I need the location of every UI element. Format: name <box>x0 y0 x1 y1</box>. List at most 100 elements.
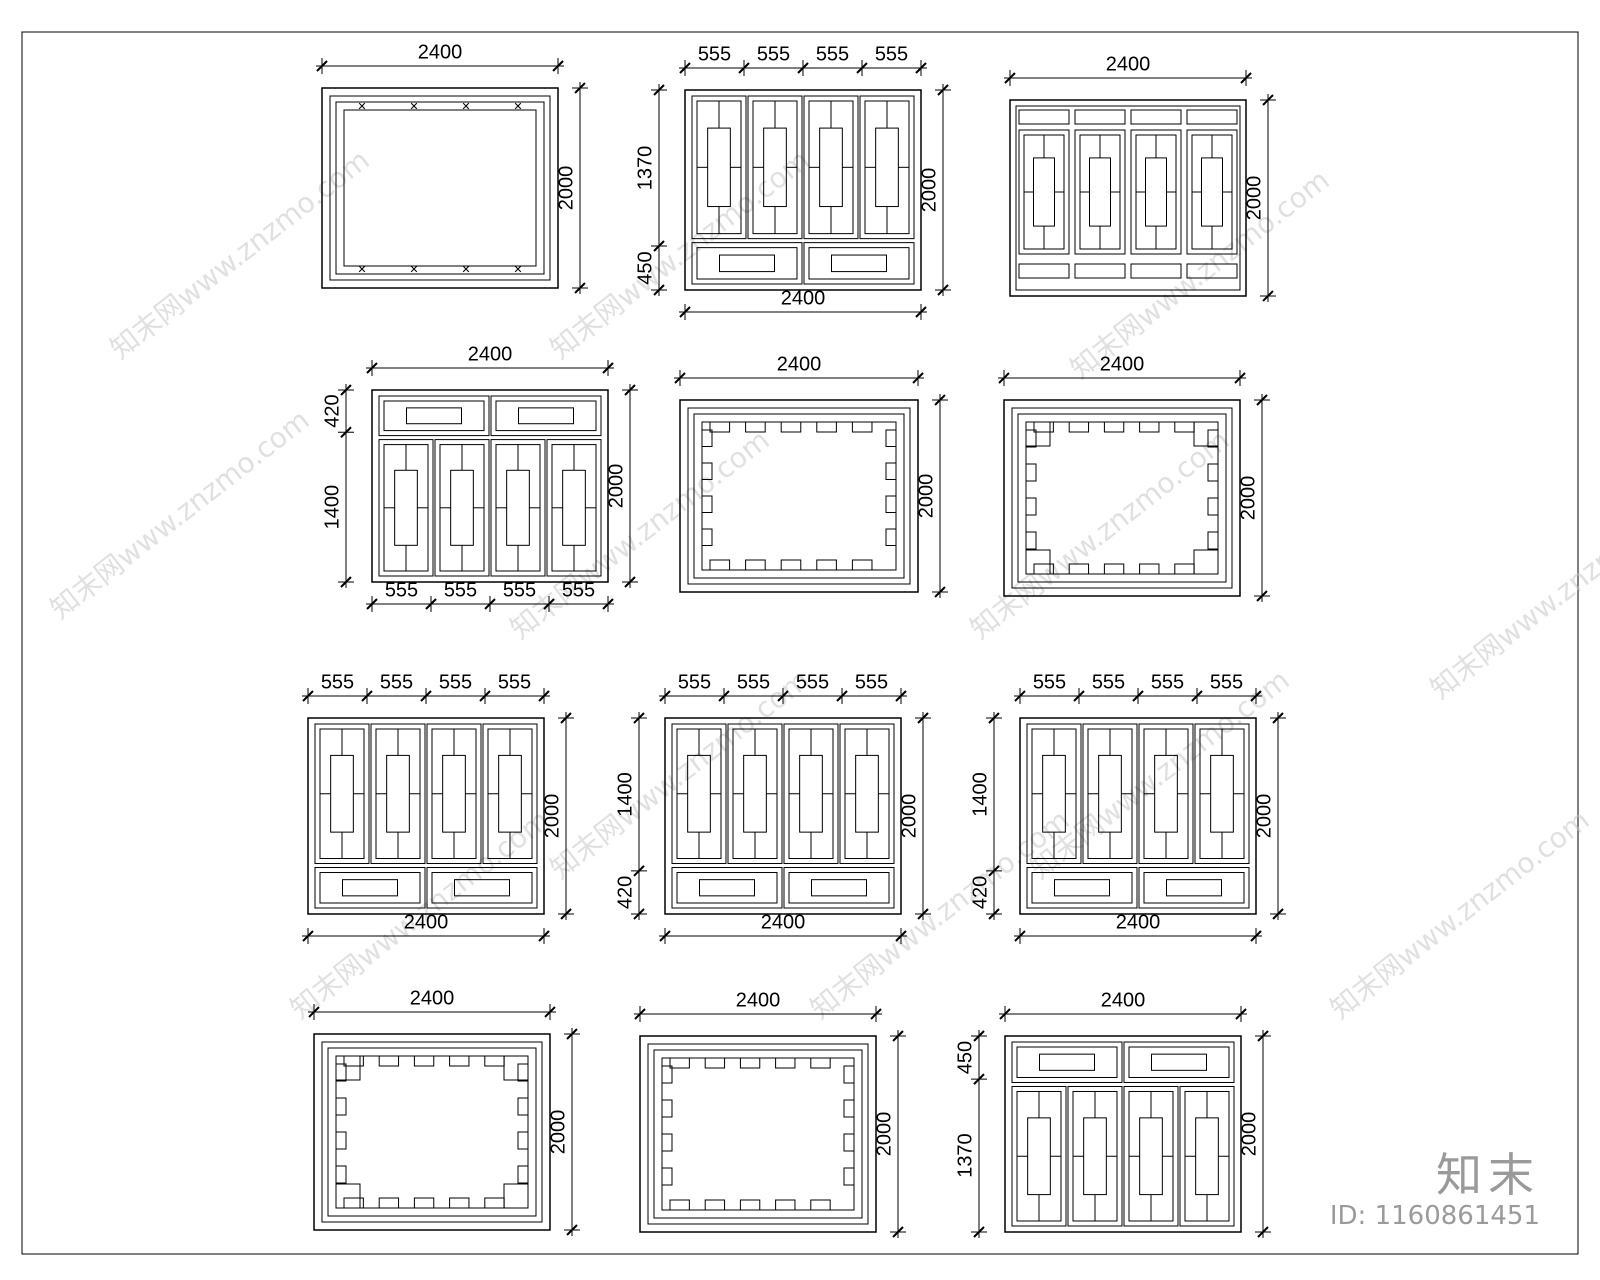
dimension-tick <box>988 908 1000 920</box>
leaf-center-panel <box>442 754 466 833</box>
width-dimension-label: 2400 <box>1116 911 1161 933</box>
dimension-tick <box>999 1008 1011 1020</box>
top-rail-panel <box>1074 109 1126 125</box>
transom-center <box>831 254 887 273</box>
fret-block <box>775 1057 796 1069</box>
fret-block <box>885 495 897 513</box>
transom-inner <box>1128 1046 1230 1078</box>
transom-center <box>811 879 867 897</box>
leaf-width-label: 555 <box>321 671 354 693</box>
lattice-border <box>327 1047 537 1217</box>
dimension-tick <box>892 1030 904 1042</box>
dimension-tick <box>1132 690 1144 702</box>
door-leaf <box>803 95 859 240</box>
inner-frame <box>329 95 551 281</box>
lattice-inner <box>661 1057 855 1211</box>
fret-block <box>780 559 802 571</box>
dimension-tick <box>856 62 868 74</box>
outer-frame <box>1019 717 1257 915</box>
dimension-tick <box>366 598 378 610</box>
dimension-tick <box>1235 1008 1247 1020</box>
leaf-width-label: 555 <box>498 671 531 693</box>
width-dimension-label: 2400 <box>410 987 455 1009</box>
door-leaf <box>1123 1085 1179 1227</box>
height-dimension-label: 2000 <box>1243 176 1265 221</box>
fret-block <box>701 528 713 546</box>
outer-frame <box>639 1035 877 1233</box>
door-leaf <box>426 723 482 865</box>
dimension-tick <box>653 240 665 252</box>
fret-block <box>517 1063 529 1082</box>
height-dimension-label: 2000 <box>541 794 563 839</box>
dimension-tick <box>308 1006 320 1018</box>
dimension-tick <box>1004 72 1016 84</box>
leaf-height-label: 1400 <box>614 772 636 817</box>
transom-center <box>518 407 574 425</box>
dimension-tick <box>302 690 314 702</box>
transom-height-label: 450 <box>954 1041 976 1074</box>
dimension-tick <box>895 930 907 942</box>
height-dimension-label: 2000 <box>915 474 937 519</box>
leaf-center-panel <box>1033 157 1055 227</box>
leaf-width-label: 555 <box>737 671 770 693</box>
dimension-tick <box>836 690 848 702</box>
dimension-tick <box>917 908 929 920</box>
height-dimension-label: 2000 <box>898 794 920 839</box>
dimension-tick <box>892 1226 904 1238</box>
leaf-width-label: 555 <box>757 43 790 65</box>
transom-inner <box>431 872 533 904</box>
corner-fret <box>335 1183 361 1209</box>
dimension-tick <box>479 690 491 702</box>
transom-center <box>454 879 510 897</box>
fret-block <box>704 1057 726 1069</box>
leaf-width-label: 555 <box>444 579 477 601</box>
dimension-tick <box>1257 1226 1269 1238</box>
ornament-glyph: ✕ <box>409 100 418 113</box>
dimension-tick <box>302 930 314 942</box>
dimension-tick <box>777 690 789 702</box>
dimension-tick <box>738 62 750 74</box>
ornament-glyph: ✕ <box>357 100 366 113</box>
fret-block <box>413 1197 435 1209</box>
width-dimension-label: 2400 <box>781 287 826 309</box>
dimension-tick <box>538 930 550 942</box>
width-dimension-label: 2400 <box>404 911 449 933</box>
transom-inner <box>1143 872 1245 904</box>
outer-frame <box>1003 399 1241 597</box>
leaf-width-label: 555 <box>875 43 908 65</box>
width-dimension-label: 2400 <box>761 911 806 933</box>
height-dimension-label: 2000 <box>918 168 940 213</box>
dimension-tick <box>653 284 665 296</box>
inner-frame <box>1015 105 1241 291</box>
transom-height-label: 420 <box>614 876 636 909</box>
fret-block <box>843 1065 855 1084</box>
leaf-center-panel <box>450 469 474 546</box>
outer-frame <box>307 717 545 915</box>
bottom-rail-panel <box>1186 263 1238 279</box>
fret-block <box>484 1197 505 1209</box>
fret-block <box>517 1131 529 1150</box>
door-leaf <box>1186 129 1238 255</box>
dimension-tick <box>574 82 586 94</box>
transom-panel <box>1138 867 1250 909</box>
leaf-center-panel <box>386 754 410 833</box>
top-rail-panel <box>1186 109 1238 125</box>
door-leaf <box>1130 129 1182 255</box>
leaf-center-panel <box>855 754 879 833</box>
fret-block <box>885 429 897 447</box>
dimension-tick <box>895 690 907 702</box>
door-leaf <box>1067 1085 1123 1227</box>
dimension-tick <box>718 690 730 702</box>
fret-block <box>661 1099 673 1118</box>
fret-block <box>449 1055 470 1067</box>
leaf-width-label: 555 <box>1092 671 1125 693</box>
fret-block <box>1207 463 1219 482</box>
transom-inner <box>495 400 597 432</box>
fret-block <box>1025 429 1037 448</box>
leaf-width-label: 555 <box>796 671 829 693</box>
fret-block <box>1025 497 1037 516</box>
leaf-height-label: 1370 <box>954 1133 976 1178</box>
